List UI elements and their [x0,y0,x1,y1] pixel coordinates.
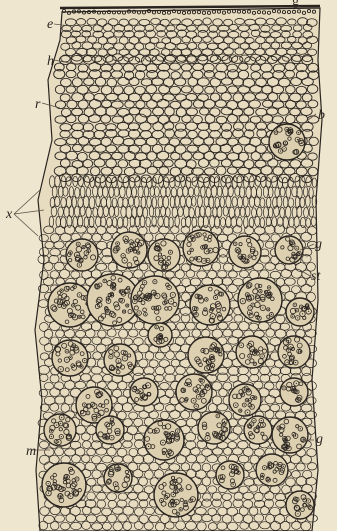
label-leader-line [14,190,40,214]
top-fragment-text: g [292,0,299,10]
vascular-bundle [154,473,198,517]
vascular-bundle [148,239,180,271]
vascular-bundle [176,374,212,410]
vascular-bundle [216,461,244,489]
vascular-bundle [256,454,288,486]
vascular-bundle [44,414,76,446]
vascular-bundle [104,464,132,492]
vascular-bundle [272,417,308,453]
vascular-bundle [198,412,230,444]
vascular-bundle [144,420,184,460]
vascular-bundle [238,278,282,322]
vascular-bundle [131,276,179,324]
vascular-bundle [188,337,224,373]
vascular-bundle [130,378,158,406]
vascular-bundle [286,298,314,326]
vascular-bundle [269,124,305,160]
vascular-bundle [275,236,303,264]
vascular-bundle [96,416,124,444]
label-b: b [318,109,325,123]
vascular-bundle [104,344,136,376]
label-st: st [311,270,320,284]
label-x: x [6,208,12,222]
vascular-bundle [244,416,272,444]
label-r: r [35,98,40,112]
vascular-bundle [278,336,310,368]
vascular-bundle [66,239,98,271]
label-e: e [47,18,53,32]
vascular-bundle [42,463,86,507]
vascular-bundle [286,491,314,519]
vascular-bundle [236,336,268,368]
label-h: h [47,55,54,69]
vascular-bundle [148,323,172,347]
vascular-bundle [52,340,88,376]
label-g-upper: g [315,238,322,252]
vascular-bundle [48,283,92,327]
vascular-bundle [229,384,261,416]
label-leader-line [14,214,38,236]
vascular-bundle [190,285,230,325]
vascular-bundle [183,230,219,266]
label-m: m [26,445,36,459]
vascular-bundle [280,378,308,406]
label-g-lower: g [316,433,323,447]
vascular-bundle [229,236,261,268]
vascular-bundle [111,232,147,268]
